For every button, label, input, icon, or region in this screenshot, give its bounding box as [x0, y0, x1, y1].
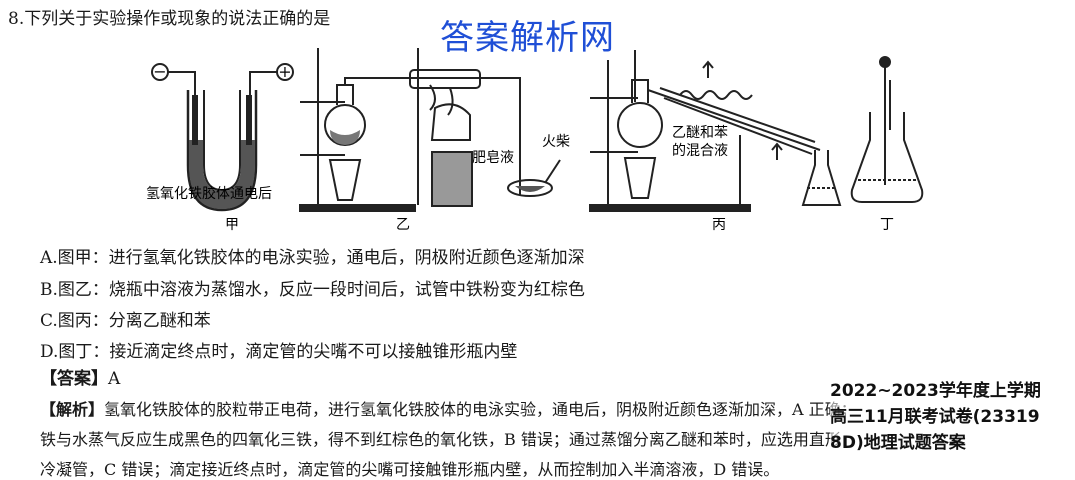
answer-label: 【答案】 — [40, 369, 108, 389]
anode-sign: + — [278, 62, 291, 81]
option-d: D.图丁：接近滴定终点时，滴定管的尖嘴不可以接触锥形瓶内壁 — [40, 342, 518, 362]
answer-value: A — [108, 369, 121, 389]
label-ding: 丁 — [880, 217, 894, 233]
label-bing: 丙 — [712, 217, 726, 233]
analysis-label: 【解析】 — [40, 400, 105, 419]
analysis-line-1: 【解析】氢氧化铁胶体的胶粒带正电荷，进行氢氧化铁胶体的电泳实验，通电后，阴极附近… — [40, 396, 857, 420]
colloid-label: 氢氧化铁胶体通电后 — [146, 185, 272, 202]
analysis-line-3: 冷凝管，C 错误；滴定接近终点时，滴定管的尖嘴可接触锥形瓶内壁，从而控制加入半滴… — [40, 460, 780, 479]
figure-yi — [299, 48, 561, 212]
analysis-line-2: 铁与水蒸气反应生成黑色的四氧化三铁，得不到红棕色的氧化铁，B 错误；通过蒸馏分离… — [40, 430, 841, 449]
figure-bing — [589, 50, 842, 212]
cathode-sign: − — [153, 62, 166, 81]
soap-label: 肥皂液 — [472, 150, 514, 166]
option-c: C.图丙：分离乙醚和苯 — [40, 311, 211, 331]
label-yi: 乙 — [396, 217, 410, 233]
exam-stamp: 2022~2023学年度上学期 高三11月联考试卷(23319 8D)地理试题答… — [830, 378, 1041, 456]
answer-line: 【答案】A — [40, 364, 120, 389]
stamp-line-3: 8D)地理试题答案 — [830, 433, 966, 453]
figure-jia — [151, 63, 294, 212]
option-a: A.图甲：进行氢氧化铁胶体的电泳实验，通电后，阴极附近颜色逐渐加深 — [40, 248, 585, 268]
option-b: B.图乙：烧瓶中溶液为蒸馏水，反应一段时间后，试管中铁粉变为红棕色 — [40, 280, 585, 300]
figure-ding — [850, 56, 924, 203]
question-stem: 8.下列关于实验操作或现象的说法正确的是 — [8, 9, 331, 29]
watermark: 答案解析网 — [440, 18, 615, 58]
label-jia: 甲 — [225, 217, 239, 233]
analysis-text-1: 氢氧化铁胶体的胶粒带正电荷，进行氢氧化铁胶体的电泳实验，通电后，阴极附近颜色逐渐… — [104, 400, 857, 419]
mixture-label-2: 的混合液 — [672, 143, 728, 159]
match-label: 火柴 — [542, 134, 570, 150]
experiment-figure: − + 氢氧化铁胶体通电后 甲 肥皂液 火柴 乙 — [146, 48, 924, 233]
mixture-label-1: 乙醚和苯 — [672, 124, 728, 141]
stamp-line-1: 2022~2023学年度上学期 — [830, 381, 1041, 401]
stamp-line-2: 高三11月联考试卷(23319 — [830, 407, 1040, 427]
